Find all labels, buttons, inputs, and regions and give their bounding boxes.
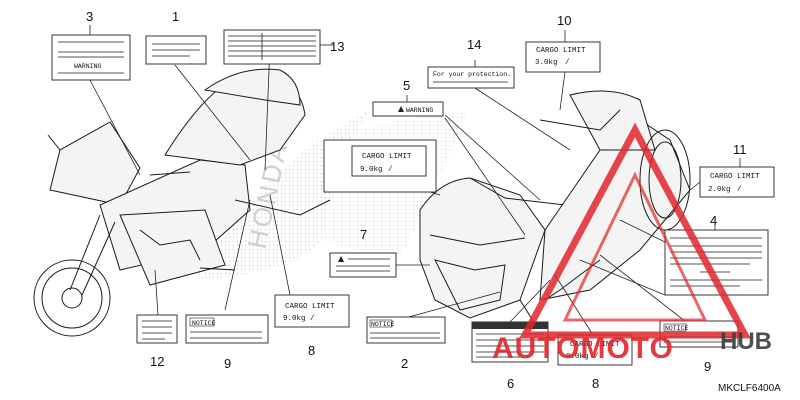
reference-code: MKCLF6400A (718, 383, 781, 394)
leader-lines (89, 25, 741, 336)
label-12 (136, 314, 178, 344)
label-8-mid-slash: / (310, 315, 315, 323)
callout-7: 7 (360, 227, 367, 242)
label-10-title: CARGO LIMIT (536, 47, 586, 55)
label-10-weight: 3.0kg (535, 59, 558, 67)
callout-9-left: 9 (224, 356, 231, 371)
label-1 (145, 35, 207, 65)
warning-triangle-icon (519, 122, 751, 339)
callout-13: 13 (330, 39, 344, 54)
callout-5: 5 (403, 78, 410, 93)
callout-4: 4 (710, 213, 717, 228)
label-8-bottom-cargo: CARGO LIMIT 9.0kg / (557, 334, 633, 366)
label-2-notice: NOTICE (366, 316, 446, 344)
callout-9-right: 9 (704, 359, 711, 374)
callout-2: 2 (401, 356, 408, 371)
label-10-cargo: CARGO LIMIT 3.0kg / (525, 41, 601, 73)
label-6 (471, 321, 549, 363)
label-8-mid-title: CARGO LIMIT (285, 303, 335, 311)
label-8-bottom-title: CARGO LIMIT (570, 341, 620, 349)
brand-text-red: AUTOMOTO (492, 332, 674, 365)
label-8-bottom-weight: 9.0kg (566, 353, 589, 361)
callout-numbers: 3 1 13 14 10 5 8 11 4 7 12 9 8 2 6 8 9 (86, 9, 747, 391)
label-8-top-cargo: CARGO LIMIT 9.0kg / (323, 139, 437, 193)
label-7-warning (329, 252, 397, 278)
label-3-warning: WARNING (51, 34, 131, 81)
label-8-top-title: CARGO LIMIT (362, 153, 412, 161)
label-10-slash: / (565, 59, 570, 67)
callout-12: 12 (150, 354, 164, 369)
brand-overlay: AUTOMOTO HUB (492, 122, 772, 365)
label-8-mid-cargo: CARGO LIMIT 9.0kg / (274, 294, 350, 328)
label-8-top-slash: / (388, 166, 393, 174)
label-9-left-notice: NOTICE (185, 314, 269, 344)
label-8-mid-weight: 9.0kg (283, 315, 306, 323)
callout-3: 3 (86, 9, 93, 24)
callout-10: 10 (557, 13, 571, 28)
label-13 (223, 29, 321, 65)
label-2-text: NOTICE (371, 321, 395, 328)
callout-14: 14 (467, 37, 481, 52)
label-9-right-text: NOTICE (665, 325, 689, 332)
label-14: For your protection. (427, 66, 515, 89)
label-11-slash: / (737, 186, 742, 194)
callout-8-bottom: 8 (592, 376, 599, 391)
label-3-warning-text: WARNING (74, 63, 101, 70)
callout-1: 1 (172, 9, 179, 24)
label-11-title: CARGO LIMIT (710, 173, 760, 181)
label-5-text: WARNING (406, 107, 433, 114)
label-8-top-weight: 9.0kg (360, 166, 383, 174)
motorcycle-left (33, 68, 331, 337)
label-11-cargo: CARGO LIMIT 2.0kg / (699, 166, 775, 198)
label-9-left-text: NOTICE (192, 320, 216, 327)
brand-text-dark: HUB (720, 328, 772, 355)
label-8-bottom-slash: / (594, 353, 599, 361)
callout-6: 6 (507, 376, 514, 391)
callout-11: 11 (733, 142, 747, 157)
callout-8-mid: 8 (308, 343, 315, 358)
label-11-weight: 2.0kg (708, 186, 731, 194)
label-14-text: For your protection. (433, 71, 511, 78)
label-5-warning: WARNING (372, 101, 444, 117)
